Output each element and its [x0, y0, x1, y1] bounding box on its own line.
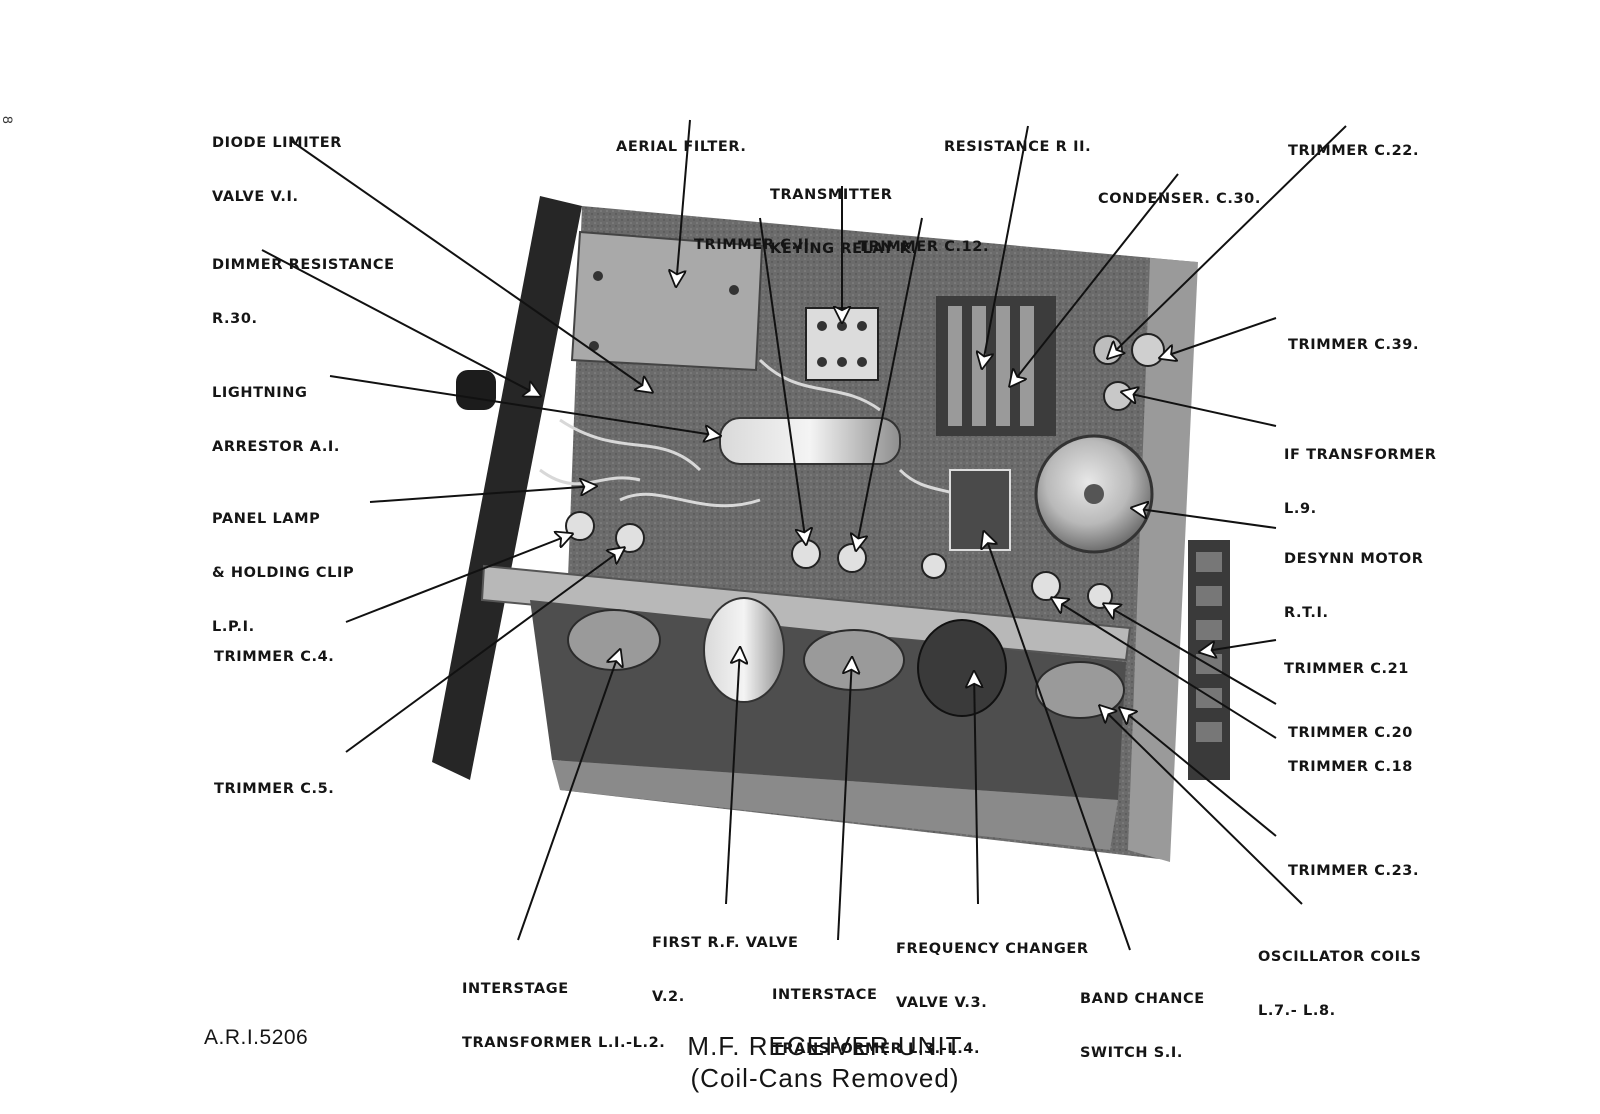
trimmer-pot-c11 — [791, 539, 821, 569]
trimmer-pot-c4 — [565, 511, 595, 541]
trimmer-pot-c5 — [615, 523, 645, 553]
panel-knob — [456, 370, 496, 410]
chassis-front-panel — [432, 196, 582, 780]
trimmer-pot-c22 — [1093, 335, 1123, 365]
rf-valve-horizontal — [719, 417, 901, 465]
leader-condenser-c30 — [1010, 173, 1179, 386]
label-panel-lamp: PANEL LAMP & HOLDING CLIP L.P.I. — [212, 511, 355, 635]
label-dimmer-resistance: DIMMER RESISTANCE R.30. — [212, 257, 395, 327]
label-if-transformer: IF TRANSFORMER L.9. — [1284, 447, 1437, 517]
leader-trimmer-c12 — [856, 217, 923, 550]
leader-trimmer-c21 — [1200, 639, 1277, 652]
trimmer-pot-c20 — [1031, 571, 1061, 601]
label-interstage-l1l2: INTERSTAGE TRANSFORMER L.I.-L.2. — [462, 981, 666, 1051]
label-trimmer-c4: TRIMMER C.4. — [214, 649, 335, 665]
figure-reference: A.R.I.5206 — [204, 1026, 309, 1049]
label-lightning-arrestor: LIGHTNING ARRESTOR A.I. — [212, 385, 341, 455]
leader-interstage-l1l2 — [517, 650, 620, 941]
label-trimmer-c39: TRIMMER C.39. — [1288, 337, 1420, 353]
leader-frequency-changer — [974, 672, 978, 905]
caption-subtitle: (Coil-Cans Removed) — [690, 1063, 960, 1093]
label-band-change: BAND CHANCE SWITCH S.I. — [1080, 991, 1205, 1061]
caption-title: M.F. RECEIVER UNIT — [687, 1031, 963, 1061]
leader-interstage-l3l4 — [837, 658, 852, 941]
trimmer-pot-c12 — [837, 543, 867, 573]
leader-diode-limiter — [289, 139, 652, 392]
label-oscillator-coils: OSCILLATOR COILS L.7.- L.8. — [1258, 949, 1422, 1019]
leader-resistance-r11 — [982, 125, 1029, 368]
label-first-rf-valve: FIRST R.F. VALVE V.2. — [652, 935, 799, 1005]
edge-mark: 8 — [0, 116, 16, 124]
leader-band-change — [984, 532, 1131, 951]
label-aerial-filter: AERIAL FILTER. — [616, 139, 747, 155]
leader-if-transformer — [1122, 392, 1277, 427]
leader-lines — [261, 119, 1347, 951]
label-frequency-changer: FREQUENCY CHANGER VALVE V.3. — [896, 941, 1089, 1011]
leader-trimmer-c23 — [1120, 708, 1277, 837]
leader-trimmer-c5 — [345, 548, 624, 753]
label-trimmer-c23: TRIMMER C.23. — [1288, 863, 1420, 879]
leader-oscillator-coils — [1100, 706, 1303, 905]
rear-connector — [1188, 540, 1230, 780]
label-trimmer-c20: TRIMMER C.20 — [1288, 725, 1413, 741]
label-desynn-motor: DESYNN MOTOR R.T.I. — [1284, 551, 1424, 621]
leader-dimmer-resistance — [261, 249, 540, 396]
band-change-switch — [949, 469, 1011, 551]
label-condenser-c30: CONDENSER. C.30. — [1098, 191, 1261, 207]
leader-desynn-motor — [1132, 508, 1277, 529]
label-diode-limiter: DIODE LIMITER VALVE V.I. — [212, 135, 342, 205]
frequency-changer-valve-bulb — [917, 619, 1007, 717]
label-trimmer-c22: TRIMMER C.22. — [1288, 143, 1420, 159]
aerial-filter-box — [570, 230, 764, 372]
label-trimmer-c21: TRIMMER C.21 — [1284, 661, 1409, 677]
leader-first-rf-valve — [725, 648, 740, 905]
leader-trimmer-c18 — [1052, 598, 1277, 739]
figure-caption: M.F. RECEIVER UNIT (Coil-Cans Removed) — [600, 1030, 1050, 1094]
label-interstage-l3l4: INTERSTACE TRANSFORMER L.3.-L.4. — [772, 987, 981, 1057]
first-rf-valve-bulb — [703, 597, 785, 703]
label-transmitter-relay: TRANSMITTER KEYING RELAY K. — [770, 187, 918, 257]
leader-trimmer-c11 — [759, 217, 806, 544]
label-trimmer-c11: TRIMMER C.II. — [694, 237, 816, 253]
leader-trimmer-c39 — [1160, 317, 1277, 358]
trimmer-pot-c39 — [1131, 333, 1165, 367]
label-trimmer-c18: TRIMMER C.18 — [1288, 759, 1413, 775]
chassis-right-frame — [1128, 258, 1198, 862]
leader-trimmer-c22 — [1108, 125, 1347, 358]
leader-trimmer-c4 — [345, 534, 572, 623]
trimmer-pot-c21 — [1087, 583, 1113, 609]
label-trimmer-c5: TRIMMER C.5. — [214, 781, 335, 797]
leader-trimmer-c20 — [1104, 604, 1277, 705]
label-resistance-r11: RESISTANCE R II. — [944, 139, 1092, 155]
receiver-chassis-photo — [432, 196, 1230, 862]
leader-lightning-arrestor — [329, 375, 720, 436]
leader-panel-lamp — [369, 486, 596, 503]
label-trimmer-c12: TRIMMER C.12. — [858, 239, 990, 255]
leader-aerial-filter — [676, 119, 691, 286]
